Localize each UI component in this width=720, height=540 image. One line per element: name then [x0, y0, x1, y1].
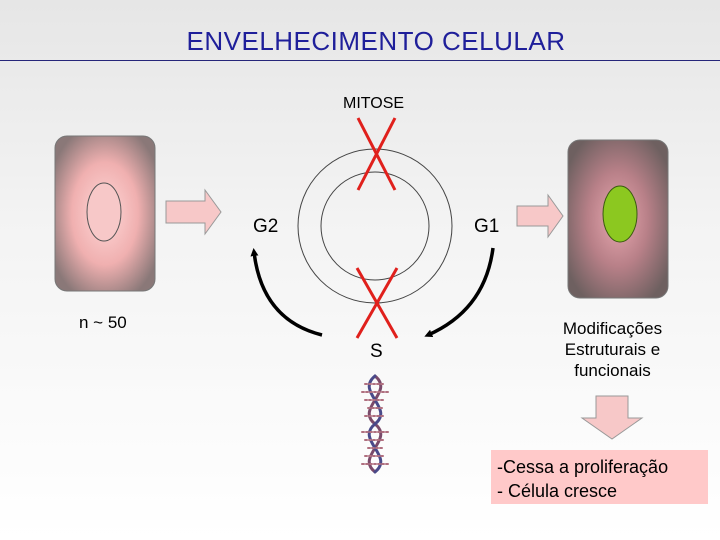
- s-to-g2-arrow: [250, 248, 323, 337]
- outcome-line-1: -Cessa a proliferação: [497, 457, 669, 477]
- g1-label: G1: [474, 216, 500, 237]
- s-phase-label: S: [370, 341, 383, 362]
- outcome-box: -Cessa a proliferação - Célula cresce: [491, 450, 708, 504]
- g1-to-s-arrow: [424, 247, 495, 338]
- old-cell: [567, 139, 669, 299]
- cell-cycle: [297, 117, 453, 339]
- modifications-line-3: funcionais: [574, 361, 651, 380]
- s-phase-blocked-cross: [355, 267, 399, 339]
- old-cell-nucleus: [602, 185, 638, 243]
- outcome-line-2: - Célula cresce: [497, 481, 618, 501]
- page-title: ENVELHECIMENTO CELULAR: [186, 26, 566, 56]
- modifications-text: Modificações Estruturais e funcionais: [530, 318, 695, 381]
- young-cell-nucleus: [86, 182, 122, 242]
- division-count-label: n ~ 50: [79, 313, 127, 332]
- young-to-cycle-arrow: [165, 188, 222, 236]
- dna-helix-icon: [361, 374, 389, 474]
- young-cell: [54, 135, 156, 292]
- mitosis-blocked-cross: [356, 117, 397, 191]
- mitosis-label: MITOSE: [343, 95, 405, 112]
- cycle-inner-ring: [320, 171, 430, 281]
- title-divider: [0, 60, 720, 61]
- g2-label: G2: [253, 216, 279, 237]
- modifications-line-2: Estruturais e: [564, 340, 661, 359]
- modifications-line-1: Modificações: [562, 319, 663, 338]
- down-arrow: [580, 395, 644, 440]
- cycle-to-old-arrow: [516, 193, 564, 239]
